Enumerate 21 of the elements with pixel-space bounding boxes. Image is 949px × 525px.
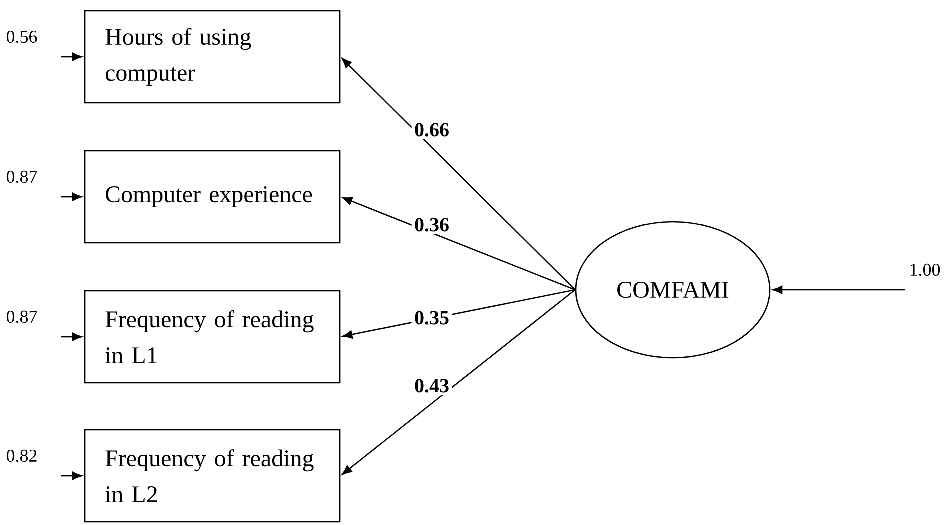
variable-box: Hours of using computer	[84, 10, 341, 104]
path-arrow	[61, 192, 82, 202]
path-arrow	[61, 52, 82, 62]
variable-box: Frequency of reading in L2	[84, 429, 341, 523]
error-variance: 0.87	[4, 168, 40, 186]
path-arrow	[772, 286, 905, 294]
path-arrow	[342, 197, 576, 291]
variable-box: Computer experience	[84, 150, 341, 244]
variable-box: Frequency of reading in L1	[84, 290, 341, 384]
error-variance: 0.56	[4, 28, 40, 46]
path-coefficient: 0.35	[412, 308, 452, 328]
path-arrow	[61, 472, 82, 480]
path-coefficient: 0.66	[412, 120, 452, 140]
error-variance: 0.82	[4, 447, 40, 465]
path-coefficient: 0.43	[412, 376, 452, 396]
error-variance: 0.87	[4, 308, 40, 326]
error-variance: 1.00	[906, 261, 944, 279]
path-arrow	[61, 332, 82, 342]
path-arrow	[342, 58, 576, 290]
path-coefficient: 0.36	[412, 216, 452, 234]
path-arrow	[342, 289, 576, 476]
